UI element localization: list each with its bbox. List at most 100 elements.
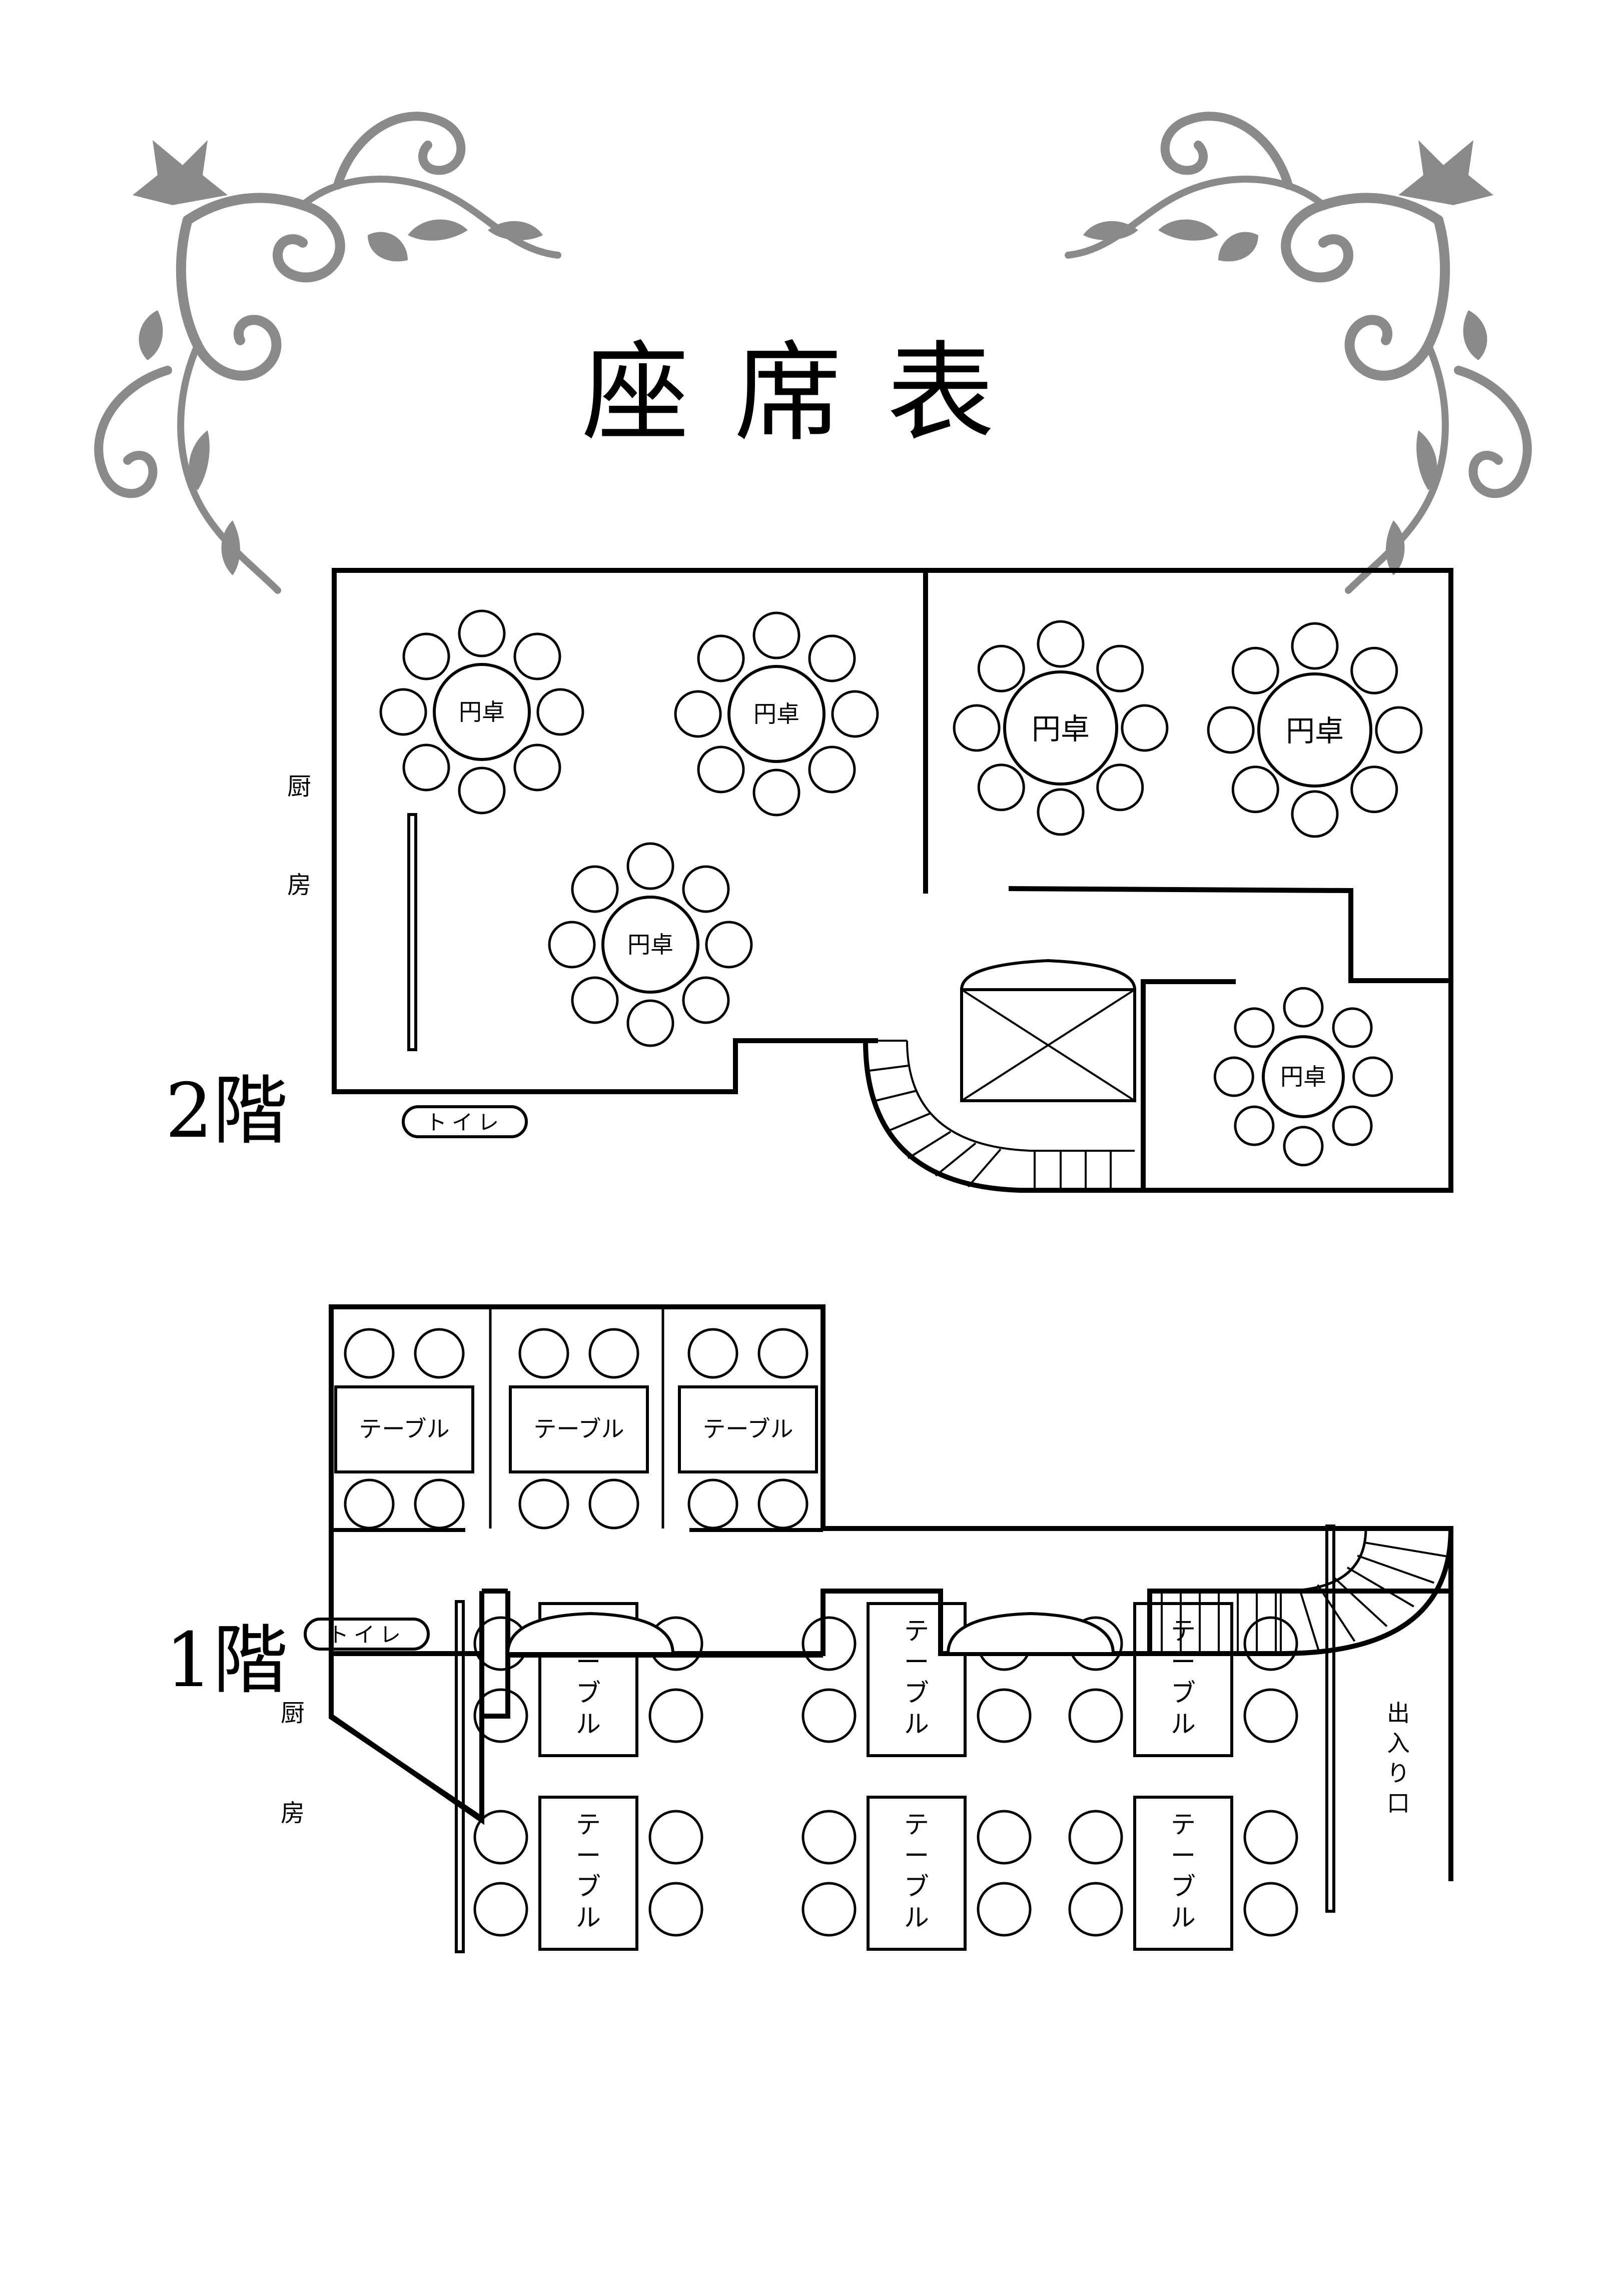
chair [344, 1478, 395, 1529]
table-5: テーブル [801, 1796, 1032, 1951]
round-table-3: 円卓 [548, 842, 753, 1047]
stair-steps-2f [869, 1040, 1112, 1190]
chair [1350, 766, 1398, 814]
chair [1096, 644, 1144, 692]
chair [1243, 1616, 1298, 1671]
floor-1-entrance-rail [1325, 1524, 1335, 1913]
chair [473, 1810, 528, 1865]
svg-text:入: 入 [1387, 1730, 1410, 1757]
floor-2-plan [332, 568, 1453, 1193]
booth-table-label: テーブル [359, 1415, 449, 1442]
door-awning-1 [506, 1612, 675, 1655]
booth-table-1: テーブル [334, 1328, 474, 1529]
chair [473, 1688, 528, 1743]
floor-1-kitchen-label-2: 房 [281, 1799, 305, 1827]
chair [977, 763, 1025, 812]
floor-2-kitchen-label-1: 厨 [287, 773, 311, 801]
chair [518, 1478, 569, 1529]
table-label-char: ブ [1171, 1679, 1196, 1708]
table-label-char: テ [904, 1810, 929, 1839]
chair [513, 743, 561, 792]
chair [1352, 1056, 1393, 1097]
chair [1332, 1105, 1373, 1146]
chair [1096, 763, 1144, 812]
chair [402, 632, 450, 680]
chair [414, 1478, 465, 1529]
booth-table-label: テーブル [533, 1415, 624, 1442]
chair [379, 688, 427, 736]
flourish-ornament-left [99, 116, 558, 590]
chair [1283, 1126, 1324, 1167]
chair [1068, 1688, 1123, 1743]
table-3: テーブル [1068, 1602, 1298, 1757]
floor-1-kitchen-counter [455, 1600, 465, 1953]
floor-1-kitchen-label-1: 厨 [281, 1699, 305, 1727]
chair [1332, 1007, 1373, 1048]
chair [648, 1688, 703, 1743]
table-label-char: ル [1171, 1710, 1196, 1739]
table-label-char: ー [904, 1841, 929, 1870]
chair [458, 767, 506, 815]
booth-table-3: テーブル [678, 1328, 818, 1529]
chair [1243, 1810, 1298, 1865]
chair [1037, 788, 1085, 836]
round-table-label: 円卓 [459, 698, 505, 725]
chair [648, 1882, 703, 1937]
chair [1121, 704, 1169, 752]
svg-text:口: 口 [1387, 1790, 1410, 1817]
chair [626, 999, 674, 1047]
round-table-label: 円卓 [627, 931, 673, 958]
chair [977, 1810, 1032, 1865]
booth-table-label: テーブル [702, 1415, 793, 1442]
page-title: 座席表 [582, 330, 1040, 456]
chair [697, 745, 745, 794]
chair [513, 632, 561, 680]
table-label-char: テ [904, 1617, 929, 1646]
round-table-5: 円卓 [1207, 622, 1423, 838]
table-label-char: ブ [1171, 1872, 1196, 1901]
chair [518, 1328, 569, 1379]
floor-1-walls [329, 1307, 1453, 1953]
floor-1-tables: テーブルテーブルテーブルテーブルテーブルテーブルテーブルテーブルテーブル [334, 1328, 1453, 1951]
chair [831, 690, 879, 738]
chair [674, 690, 722, 738]
chair [1234, 1007, 1275, 1048]
chair [1068, 1882, 1123, 1937]
chair [571, 865, 619, 913]
svg-text:トイレ: トイレ [328, 1623, 406, 1647]
table-label-char: ー [1171, 1841, 1196, 1870]
floor-1-stairs [1150, 1528, 1453, 1656]
table-label-char: テ [576, 1810, 601, 1839]
round-table-1: 円卓 [379, 609, 584, 815]
chair [1291, 790, 1339, 838]
chair [473, 1882, 528, 1937]
table-4: テーブル [473, 1796, 703, 1951]
chair [1283, 987, 1324, 1028]
chair [697, 634, 745, 682]
chair [682, 976, 730, 1024]
table-label-char: ル [576, 1710, 601, 1739]
floor-2-outer-wall-top [332, 568, 1453, 1193]
floor-1-front [506, 1528, 1453, 1656]
chair [458, 609, 506, 657]
chair [588, 1478, 639, 1529]
chair [682, 865, 730, 913]
round-table-6: 円卓 [1213, 987, 1393, 1167]
chair [1375, 706, 1423, 754]
round-table-4: 円卓 [953, 620, 1169, 836]
table-label-char: テ [1171, 1617, 1196, 1646]
chair [687, 1478, 738, 1529]
chair [801, 1810, 857, 1865]
round-table-label: 円卓 [1286, 714, 1344, 748]
chair [1231, 646, 1279, 694]
floor-1-toilet-sign: トイレ [304, 1618, 430, 1651]
floor-2-outer-wall [332, 923, 878, 1094]
floor-2-side-room-wall [1141, 979, 1236, 1190]
elevator-dome [960, 959, 1136, 990]
booth-table-2: テーブル [509, 1328, 649, 1529]
table-label-char: ル [576, 1903, 601, 1932]
chair [752, 611, 800, 659]
chair [801, 1688, 857, 1743]
round-table-2: 円卓 [674, 611, 879, 817]
elevator-shaft [960, 988, 1136, 1102]
